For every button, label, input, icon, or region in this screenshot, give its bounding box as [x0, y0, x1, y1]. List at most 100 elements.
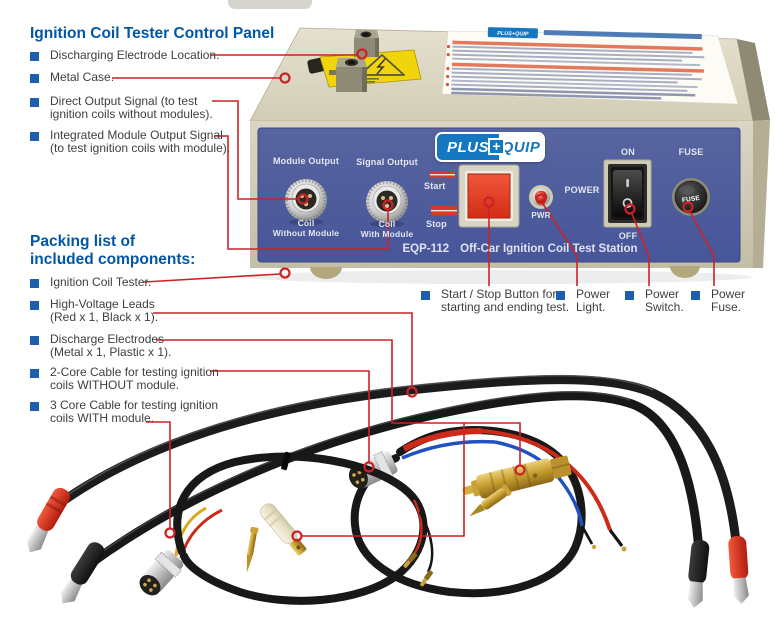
high-voltage-lead-black — [85, 391, 704, 569]
page-title: Ignition Coil Tester Control Panel — [30, 25, 275, 42]
ignition-coil-tester-device: PLUS+QUIP — [248, 27, 770, 284]
list-item: Power Light. — [556, 288, 610, 314]
callout-line-direct-output — [212, 100, 298, 200]
two-core-cable — [348, 426, 627, 598]
mini-brand-logo: PLUS+QUIP — [497, 31, 529, 38]
bullet-square-icon — [421, 291, 430, 300]
callout-line-two-core-cable — [210, 370, 370, 462]
black-alligator-clip — [60, 542, 105, 604]
device-foot — [310, 267, 342, 279]
callout-label: Start / Stop Button for — [441, 287, 557, 301]
callout-line-high-voltage-leads — [153, 312, 413, 387]
two-core-connector — [348, 450, 398, 489]
packing-item-label: High-Voltage Leads — [50, 297, 155, 311]
list-item: Ignition Coil Tester. — [30, 276, 151, 289]
red-wire — [179, 508, 223, 559]
bullet-square-icon — [30, 301, 39, 310]
callout-dot — [356, 48, 368, 60]
list-item: Direct Output Signal (to test ignition c… — [30, 95, 213, 121]
list-item: High-Voltage Leads (Red x 1, Black x 1). — [30, 298, 158, 324]
bullet-square-icon — [30, 336, 39, 345]
on-label: ON — [621, 147, 635, 157]
red-wire — [412, 499, 423, 555]
lightning-bolt-icon — [376, 58, 386, 75]
crimp-terminal — [420, 570, 434, 587]
bullet-square-icon — [30, 369, 39, 378]
callout-label: ignition coils without modules). — [50, 107, 213, 121]
black-wire — [418, 511, 434, 573]
yellow-wire — [174, 506, 207, 557]
instruction-label: PLUS+QUIP — [441, 27, 739, 105]
callout-label: Power — [711, 287, 746, 301]
bullet-square-icon — [556, 291, 565, 300]
list-item: 2-Core Cable for testing ignition coils … — [30, 366, 219, 392]
red-sheath — [402, 428, 483, 452]
list-item: Integrated Module Output Signal (to test… — [30, 129, 230, 155]
cropped-image-fragment — [228, 0, 312, 9]
callout-dot — [297, 193, 309, 205]
list-item: Discharge Electrodes (Metal x 1, Plastic… — [30, 333, 171, 359]
start-label: Start — [424, 181, 446, 191]
blue-wire — [401, 439, 496, 460]
crimp-terminal — [403, 552, 418, 568]
red-wire — [481, 429, 612, 531]
callout-label: Switch. — [645, 300, 684, 314]
black-alligator-clip — [687, 539, 710, 608]
callout-line-discharge-electrodes — [156, 339, 521, 465]
callout-label: (to test ignition coils with module). — [50, 141, 231, 155]
callout-lines — [112, 54, 715, 537]
discharge-electrode-post — [354, 30, 379, 57]
red-alligator-clip — [728, 535, 749, 604]
callout-dot — [514, 464, 526, 476]
list-item: Power Fuse. — [691, 288, 745, 314]
list-item: Start / Stop Button for starting and end… — [421, 288, 569, 314]
three-core-cable — [139, 451, 434, 605]
callout-line-three-core-cable — [146, 421, 171, 528]
callout-label: starting and ending test. — [441, 300, 570, 314]
plusquip-logo: PLUS QUIP + — [435, 132, 545, 162]
bullet-square-icon — [30, 74, 39, 83]
list-item: 3 Core Cable for testing ignition coils … — [30, 399, 218, 425]
packing-item-label: (Metal x 1, Plastic x 1). — [50, 345, 172, 359]
callout-line-ignition-coil-tester — [143, 273, 281, 283]
metal-discharge-electrode — [462, 455, 572, 499]
start-stop-button — [458, 164, 520, 228]
coil-without-module-label: Coil Without Module — [272, 218, 340, 238]
callout-dot — [406, 386, 418, 398]
power-switch — [603, 159, 652, 228]
plus-icon: + — [488, 138, 505, 155]
pwr-label: PWR — [531, 211, 551, 220]
callout-dot — [164, 527, 176, 539]
callout-label: Direct Output Signal (to test — [50, 94, 198, 108]
start-indicator-bar — [430, 171, 455, 178]
device-foot — [670, 266, 700, 278]
list-item: Power Switch. — [625, 288, 684, 314]
stop-indicator-bar — [431, 206, 457, 215]
callout-line-integrated-module — [214, 135, 389, 250]
callout-label: Integrated Module Output Signal — [50, 128, 223, 142]
callout-dot — [291, 530, 303, 542]
bullet-square-icon — [30, 98, 39, 107]
callout-line-power-switch — [631, 213, 650, 286]
callout-label: Fuse. — [711, 300, 742, 314]
bullet-square-icon — [691, 291, 700, 300]
power-light — [529, 185, 553, 209]
cable-tie — [280, 451, 292, 471]
packing-item-label: Discharge Electrodes — [50, 332, 165, 346]
power-label: POWER — [564, 185, 600, 195]
callout-dot — [363, 461, 375, 473]
callout-dot — [483, 196, 495, 208]
callout-line-power-light — [542, 203, 578, 286]
high-voltage-lead-red — [51, 375, 741, 547]
bullet-square-icon — [30, 402, 39, 411]
included-components-photo — [26, 374, 749, 608]
callout-label: Light. — [576, 300, 606, 314]
signal-output-label: Signal Output — [356, 157, 418, 167]
module-output-connector — [285, 179, 327, 226]
brass-pin-electrode — [469, 484, 512, 517]
packing-item-label: 2-Core Cable for testing ignition — [50, 365, 219, 379]
packing-list-heading: Packing list of included components: — [30, 233, 196, 268]
